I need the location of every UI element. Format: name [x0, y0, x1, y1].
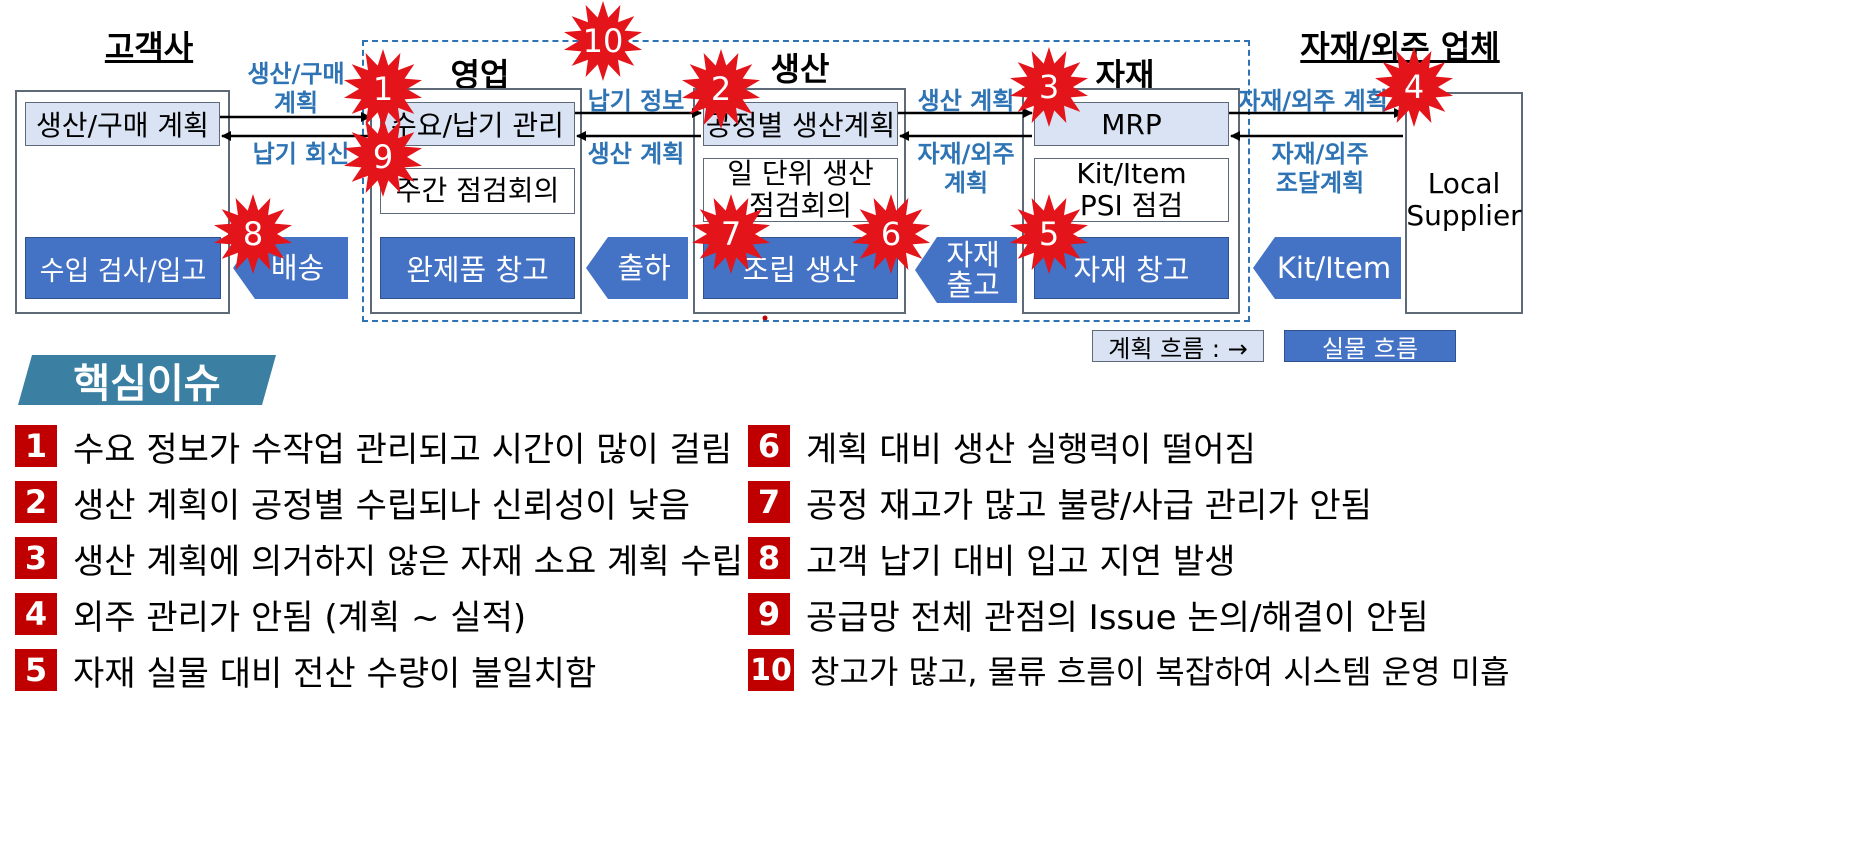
demand-delivery-mgmt-box: 수요/납기 관리	[380, 102, 575, 146]
issue-number-5: 5	[15, 649, 57, 691]
marker-text-7: 7	[721, 215, 741, 253]
kit-psi-text: Kit/Item PSI 점검	[1076, 156, 1187, 222]
issue-text-6: 계획 대비 생산 실행력이 떨어짐	[806, 429, 1256, 470]
kit-psi-box: Kit/Item PSI 점검	[1034, 156, 1229, 222]
flow-label-sales-to-prod: 납기 정보	[587, 87, 685, 115]
issue-number-8: 8	[748, 537, 790, 579]
burst-star-shape	[344, 49, 422, 129]
marker-star-5: 5	[1008, 193, 1090, 275]
key-issues-title: 핵심이슈	[18, 355, 276, 405]
issues-left-column: 1 수요 정보가 수작업 관리되고 시간이 많이 걸림 2 생산 계획이 공정별 수…	[15, 418, 743, 698]
red-dot	[762, 315, 768, 321]
burst-star-shape	[692, 194, 770, 274]
issue-text-8: 고객 납기 대비 입고 지연 발생	[806, 541, 1236, 582]
header-production: 생산	[770, 50, 830, 88]
issues-right-column: 6 계획 대비 생산 실행력이 떨어짐 7 공정 재고가 많고 불량/사급 관리가 …	[748, 418, 1548, 698]
marker-star-7: 7	[690, 193, 772, 275]
issue-text-10: 창고가 많고, 물류 흐름이 복잡하여 시스템 운영 미흡	[810, 653, 1510, 691]
scope-dashed-outline	[362, 40, 1250, 322]
marker-star-1: 1	[342, 48, 424, 130]
issue-item-3: 3 생산 계획에 의거하지 않은 자재 소요 계획 수립	[15, 530, 743, 586]
marker-text-8: 8	[243, 215, 263, 253]
issue-text-2: 생산 계획이 공정별 수립되나 신뢰성이 낮음	[73, 485, 691, 526]
legend-plan-flow: 계획 흐름 : →	[1092, 330, 1264, 363]
flow-label-prod-to-sales: 생산 계획	[587, 140, 685, 168]
issue-item-4: 4 외주 관리가 안됨 (계획 ~ 실적)	[15, 586, 735, 642]
material-release-shape: 자재 출고	[915, 237, 1017, 303]
marker-text-1: 1	[373, 70, 393, 108]
issue-text-3: 생산 계획에 의거하지 않은 자재 소요 계획 수립	[73, 541, 743, 582]
weekly-meeting-box: 주간 점검회의	[380, 168, 575, 214]
supplier-section	[1405, 92, 1523, 314]
burst-star-shape	[852, 194, 930, 274]
issue-item-9: 9 공급망 전체 관점의 Issue 논의/해결이 안됨	[748, 586, 1548, 642]
burst-star-shape	[344, 117, 422, 197]
issue-number-2: 2	[15, 481, 57, 523]
issue-item-6: 6 계획 대비 생산 실행력이 떨어짐	[748, 418, 1548, 474]
burst-star-shape	[564, 1, 642, 81]
issue-item-8: 8 고객 납기 대비 입고 지연 발생	[748, 530, 1548, 586]
flow-label-sup-to-mat: 자재/외주 조달계획	[1271, 140, 1369, 197]
marker-star-3: 3	[1008, 46, 1090, 128]
header-material: 자재	[1095, 56, 1155, 94]
issue-number-1: 1	[15, 425, 57, 467]
burst-star-shape	[214, 194, 292, 274]
flow-label-mat-to-sup: 자재/외주 계획	[1238, 87, 1388, 115]
daily-meeting-text: 일 단위 생산 점검회의	[727, 156, 874, 222]
marker-text-3: 3	[1039, 68, 1059, 106]
marker-star-2: 2	[680, 48, 762, 130]
issue-number-6: 6	[748, 425, 790, 467]
issue-text-9: 공급망 전체 관점의 Issue 논의/해결이 안됨	[806, 597, 1429, 638]
marker-star-9: 9	[342, 116, 424, 198]
marker-text-4: 4	[1404, 68, 1424, 106]
marker-text-2: 2	[711, 70, 731, 108]
marker-star-4: 4	[1373, 46, 1455, 128]
issue-item-10: 10 창고가 많고, 물류 흐름이 복잡하여 시스템 운영 미흡	[748, 642, 1548, 698]
marker-text-10: 10	[583, 22, 624, 60]
local-supplier-label: Local Supplier	[1406, 167, 1522, 233]
flow-label-mat-to-prod: 자재/외주 계획	[917, 140, 1015, 197]
incoming-inspection-box: 수입 검사/입고	[25, 237, 221, 299]
issue-text-7: 공정 재고가 많고 불량/사급 관리가 안됨	[806, 485, 1372, 526]
flow-label-cust-to-sales: 생산/구매 계획	[247, 60, 345, 117]
finished-goods-warehouse-box: 완제품 창고	[380, 237, 575, 299]
legend-material-flow: 실물 흐름	[1284, 330, 1456, 363]
issue-item-1: 1 수요 정보가 수작업 관리되고 시간이 많이 걸림	[15, 418, 735, 474]
burst-star-shape	[682, 49, 760, 129]
issue-number-4: 4	[15, 593, 57, 635]
issue-text-5: 자재 실물 대비 전산 수량이 불일치함	[73, 653, 597, 694]
burst-star-shape	[1375, 47, 1453, 127]
production-purchase-plan-box: 생산/구매 계획	[25, 102, 220, 146]
issue-item-5: 5 자재 실물 대비 전산 수량이 불일치함	[15, 642, 735, 698]
marker-star-6: 6	[850, 193, 932, 275]
marker-text-9: 9	[373, 138, 393, 176]
mrp-box: MRP	[1034, 102, 1229, 146]
burst-star-shape	[1010, 47, 1088, 127]
flow-label-prod-to-mat: 생산 계획	[917, 87, 1015, 115]
marker-text-6: 6	[881, 215, 901, 253]
issue-item-2: 2 생산 계획이 공정별 수립되나 신뢰성이 낮음	[15, 474, 735, 530]
burst-star-shape	[1010, 194, 1088, 274]
issue-number-10: 10	[748, 649, 794, 691]
header-customer: 고객사	[104, 28, 194, 66]
issue-number-3: 3	[15, 537, 57, 579]
kit-item-shape: Kit/Item	[1253, 237, 1401, 299]
marker-star-8: 8	[212, 193, 294, 275]
issue-item-7: 7 공정 재고가 많고 불량/사급 관리가 안됨	[748, 474, 1548, 530]
issue-text-1: 수요 정보가 수작업 관리되고 시간이 많이 걸림	[73, 429, 733, 470]
marker-star-10: 10	[562, 0, 644, 82]
issue-number-9: 9	[748, 593, 790, 635]
issue-number-7: 7	[748, 481, 790, 523]
header-sales: 영업	[450, 56, 510, 94]
marker-text-5: 5	[1039, 215, 1059, 253]
flow-label-sales-to-cust: 납기 회신	[252, 140, 350, 168]
shipment-shape: 출하	[586, 237, 688, 299]
issue-text-4: 외주 관리가 안됨 (계획 ~ 실적)	[73, 597, 527, 638]
